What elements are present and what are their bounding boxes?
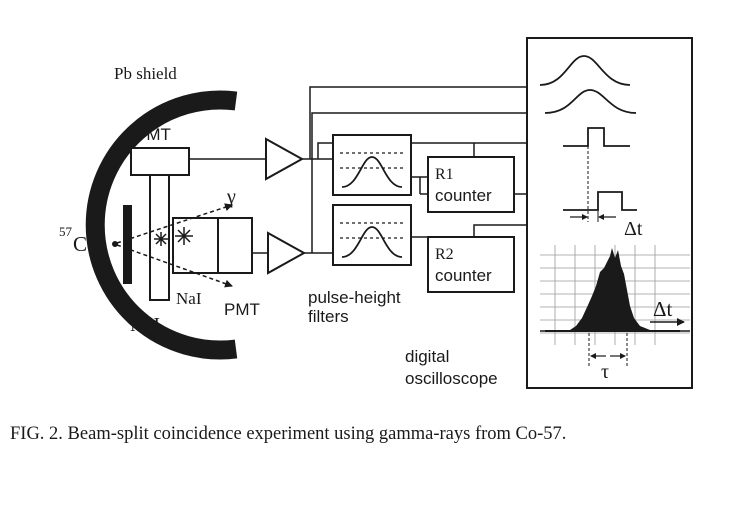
pmt-top-box bbox=[130, 147, 190, 176]
delta-t-hist-label: Δt bbox=[653, 297, 673, 321]
gamma-ray-upper bbox=[116, 203, 233, 244]
scope-trace-1 bbox=[539, 55, 631, 86]
pb-shield-label: Pb shield bbox=[114, 64, 177, 83]
amplifier-bottom bbox=[267, 231, 307, 275]
delta-t-pulse-label: Δt bbox=[624, 218, 643, 240]
r2-counter-label: counter bbox=[435, 266, 492, 285]
pulse-height-filter-1 bbox=[332, 134, 412, 196]
oscilloscope-label-line1: digital bbox=[405, 347, 449, 366]
scintillation-star-2 bbox=[175, 227, 193, 245]
co57-source-block bbox=[123, 205, 132, 284]
amplifier-top bbox=[265, 137, 305, 181]
pulse-height-filter-2 bbox=[332, 204, 412, 266]
filters-label-line2: filters bbox=[308, 307, 349, 326]
tau-label: τ bbox=[601, 361, 609, 383]
source-point bbox=[112, 241, 118, 247]
r1-counter-box bbox=[427, 156, 515, 213]
oscilloscope-label-line2: oscilloscope bbox=[405, 369, 498, 388]
scope-trace-2 bbox=[544, 89, 637, 114]
oscilloscope-frame bbox=[526, 37, 693, 389]
pmt-top-label: PMT bbox=[135, 125, 171, 144]
r2-label: R2 bbox=[435, 246, 454, 263]
nai-right-label: NaI bbox=[176, 289, 202, 308]
filters-label-line1: pulse-height bbox=[308, 288, 401, 307]
scope-logic-pulse-2 bbox=[563, 191, 637, 211]
r1-counter-label: counter bbox=[435, 186, 492, 205]
r1-label: R1 bbox=[435, 166, 454, 183]
source-mass-number: 57 bbox=[59, 224, 73, 239]
scope-logic-pulse-1 bbox=[563, 127, 630, 147]
pmt-bottom-label: PMT bbox=[224, 300, 260, 319]
r2-counter-box bbox=[427, 236, 515, 293]
nai-horizontal-crystal bbox=[172, 217, 219, 274]
gamma-label: γ bbox=[226, 186, 236, 208]
gamma-ray-lower bbox=[116, 244, 233, 288]
pb-shield-arc bbox=[85, 90, 238, 360]
figure-caption: FIG. 2. Beam-split coincidence experimen… bbox=[10, 424, 567, 444]
pmt-bottom-box bbox=[217, 217, 253, 274]
scintillation-star-1 bbox=[154, 232, 168, 246]
nai-left-label: NaI bbox=[130, 314, 160, 336]
coincidence-histogram bbox=[545, 248, 680, 332]
source-element-label: Co bbox=[73, 232, 98, 256]
